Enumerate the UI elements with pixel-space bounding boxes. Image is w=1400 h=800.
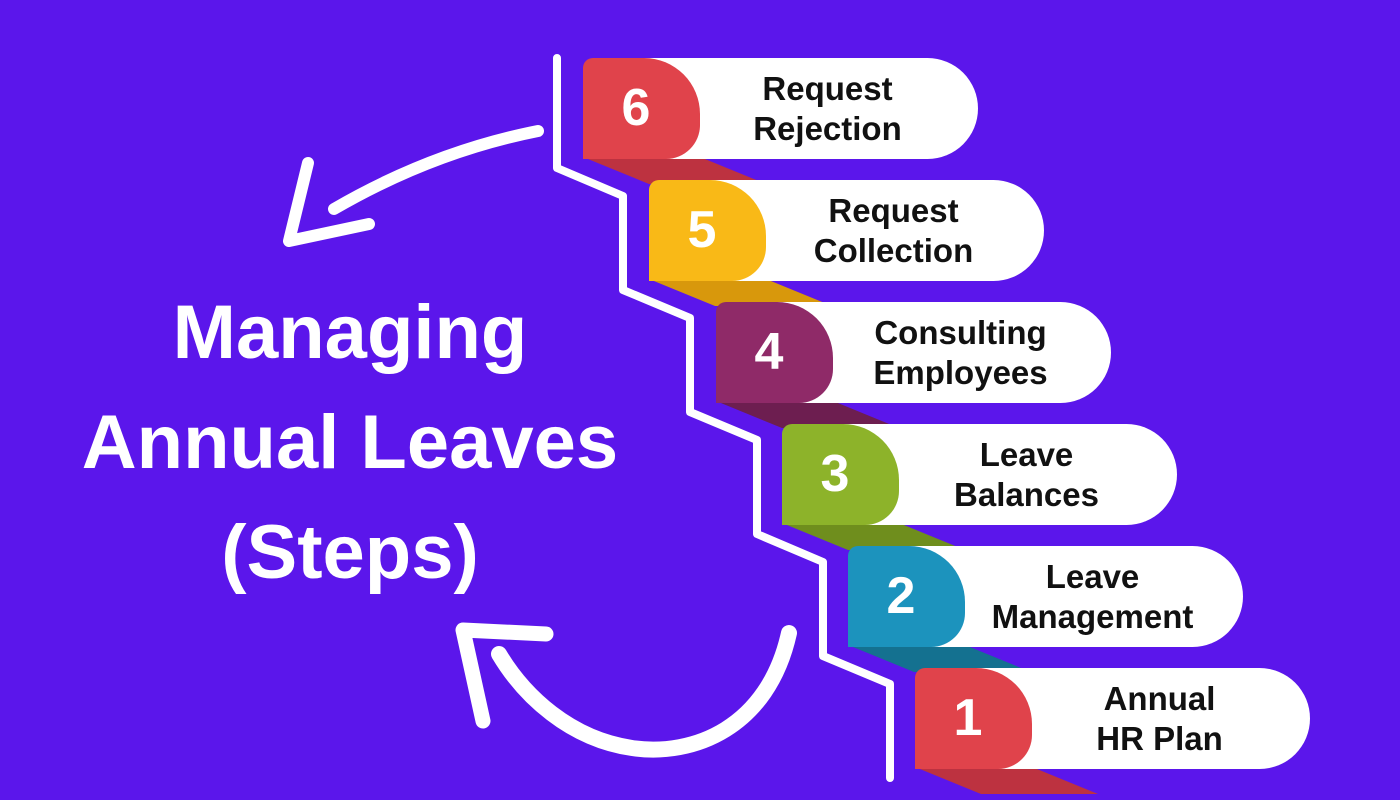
step-number: 1 [953, 689, 983, 747]
ribbon-fold-step-4 [716, 401, 899, 428]
step-number: 6 [621, 79, 651, 137]
step-number-tab: 1 [915, 668, 1032, 769]
step-number-tab: 5 [649, 180, 766, 281]
curved-arrow-bottom [455, 622, 797, 758]
curved-arrow-top-head [283, 157, 375, 247]
curved-arrow-top [283, 125, 544, 247]
curved-arrow-top-shaft [328, 125, 544, 215]
step-label: Leave Balances [954, 435, 1099, 513]
step-number: 4 [754, 323, 784, 381]
step-label: Request Collection [813, 191, 974, 269]
curved-arrow-bottom-shaft [491, 625, 797, 758]
step-number: 3 [820, 445, 850, 503]
ribbon-fold-step-5 [649, 279, 832, 306]
title-block: Managing Annual Leaves (Steps) [45, 278, 655, 608]
step-item-6: Request Rejection 6 [583, 58, 978, 159]
step-number-tab: 2 [848, 546, 965, 647]
step-number-tab: 6 [583, 58, 700, 159]
step-label: Request Rejection [753, 69, 902, 147]
title-line-3: (Steps) [221, 510, 479, 595]
ribbon-fold-step-3 [782, 523, 965, 550]
staircase-line [553, 54, 894, 782]
ribbon-fold-step-1 [915, 767, 1098, 794]
ribbon-fold-step-2 [848, 645, 1031, 672]
title-line-1: Managing [172, 290, 528, 375]
ribbon-fold-step-6 [583, 157, 766, 184]
step-item-4: Consulting Employees 4 [716, 302, 1111, 403]
step-item-3: Leave Balances 3 [782, 424, 1177, 525]
step-number: 5 [687, 201, 717, 259]
curved-arrow-bottom-head [455, 622, 554, 729]
step-number-tab: 3 [782, 424, 899, 525]
step-item-1: Annual HR Plan 1 [915, 668, 1310, 769]
step-label: Leave Management [991, 557, 1194, 635]
title-line-2: Annual Leaves [81, 400, 619, 485]
step-item-2: Leave Management 2 [848, 546, 1243, 647]
step-number-tab: 4 [716, 302, 833, 403]
step-number: 2 [886, 567, 916, 625]
step-label: Annual HR Plan [1096, 679, 1223, 757]
step-item-5: Request Collection 5 [649, 180, 1044, 281]
step-label: Consulting Employees [873, 313, 1048, 391]
